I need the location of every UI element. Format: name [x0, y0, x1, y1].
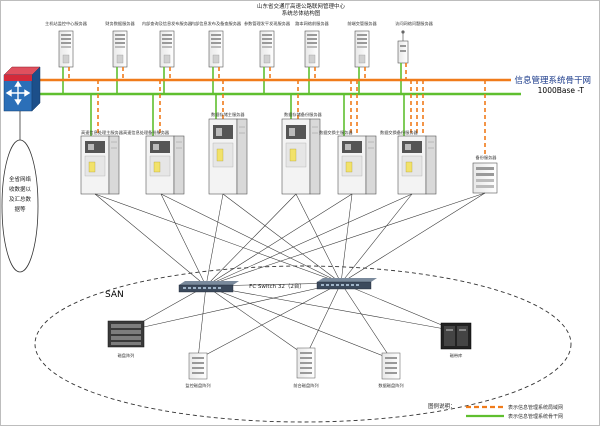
storage-label: 数据磁盘阵列 [378, 382, 403, 389]
left-note-line: 及汇总数 [9, 195, 32, 203]
storage-label: 前台磁盘阵列 [293, 382, 318, 389]
cluster-server [80, 135, 120, 195]
cluster-server [337, 135, 377, 195]
cluster-server-label: 高速信息处理主服务器 [81, 129, 124, 136]
top-server-label: 内部信息发布及备查服务器 [191, 20, 242, 27]
fc-switch-right [316, 278, 377, 290]
cluster-server [145, 135, 185, 195]
cluster-server-label: 数据交换备份服务器 [380, 129, 419, 136]
storage-tower [188, 352, 208, 380]
left-note-line: 收数据以 [9, 185, 32, 193]
storage-label: 监控磁盘阵列 [185, 382, 210, 389]
legend-item-label: 表示信息管理系统局域网 [508, 404, 563, 411]
cluster-server-label: 数据存储备份服务器 [284, 111, 323, 118]
backup-server [472, 162, 498, 194]
top-server [304, 30, 320, 68]
top-servers: 主机站监控中心服务器 财务数据服务器 内部查询及信息发布服务器 内部信息发布及备… [45, 20, 434, 68]
top-server [208, 30, 224, 68]
left-note-line: 据等 [14, 205, 26, 213]
cluster-server-label: 数据交换主服务器 [319, 129, 353, 136]
diagram-title-line1: 山东省交通厅高速公路联网管理中心 [257, 2, 346, 10]
top-server-label: 路本网络前服务器 [295, 20, 329, 27]
san-boundary [34, 265, 572, 423]
san-label: SAN [105, 290, 124, 300]
top-server-label: 参数管理发平发现服务器 [244, 20, 291, 27]
top-drops [62, 63, 407, 93]
core-switch-icon [3, 66, 41, 112]
access-device [397, 30, 409, 64]
cluster-server [208, 118, 248, 195]
top-server-label: 访问网络问题服务器 [395, 20, 434, 27]
storage-label: 磁带库 [450, 352, 463, 359]
storage-tower [296, 347, 316, 379]
top-server [354, 30, 370, 68]
top-server-label: 主机站监控中心服务器 [45, 20, 88, 27]
cluster-server [281, 118, 321, 195]
backbone-sublabel: 1000Base -T [538, 86, 585, 95]
top-server-label: 财务数据服务器 [105, 20, 135, 27]
cluster-servers [80, 118, 437, 195]
top-server [159, 30, 175, 68]
diagram-title-line2: 系统总体结构图 [282, 9, 321, 17]
tape-library [440, 322, 472, 350]
backup-server-label: 备份服务器 [476, 154, 498, 161]
cluster-server-label: 数据存储主服务器 [211, 111, 245, 118]
backbone-label: 信息管理系统骨干网 [514, 75, 591, 86]
top-server [259, 30, 275, 68]
top-server [58, 30, 74, 68]
storage-tower [381, 352, 401, 380]
cluster-server [397, 135, 437, 195]
top-server-label: 前端交管服务器 [347, 20, 377, 27]
legend: 图例说明： 表示信息管理系统局域网 表示信息管理系统骨干网 [428, 402, 563, 420]
legend-item-label: 表示信息管理系统骨干网 [508, 413, 563, 420]
storage-label: 磁盘阵列 [118, 352, 135, 359]
cluster-drops [90, 80, 486, 156]
data-note-oval [1, 139, 39, 273]
top-server [112, 30, 128, 68]
legend-title: 图例说明： [428, 402, 456, 410]
fc-switch-left [178, 281, 239, 293]
cluster-server-label: 高速信息处理备份服务器 [123, 129, 170, 136]
fc-switch-label: FC Switch 32（2台） [249, 282, 305, 290]
disk-array-rack [107, 320, 145, 348]
backbone-lines [35, 78, 521, 96]
top-server-label: 内部查询及信息发布服务器 [142, 20, 193, 27]
fc-links [94, 192, 486, 360]
left-note-line: 全省网络 [9, 175, 32, 183]
